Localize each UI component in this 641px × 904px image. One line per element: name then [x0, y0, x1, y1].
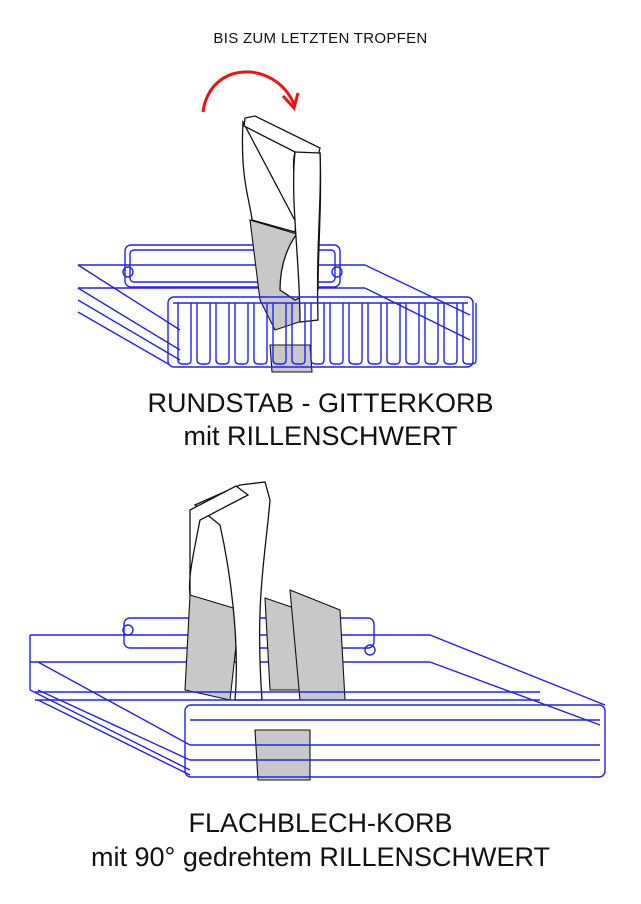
- figure2-caption-title: FLACHBLECH-KORB: [188, 808, 453, 838]
- sheet-basket-front: [35, 691, 606, 778]
- basket-wire-rod: [196, 303, 211, 365]
- basket-wire-rod: [405, 303, 420, 365]
- basket-wire-rod: [424, 303, 439, 365]
- basket-wire-rod: [310, 303, 325, 365]
- basket-wire-rod: [272, 303, 287, 365]
- rotation-arrow-icon: [201, 70, 296, 113]
- basket-wire-rod: [367, 303, 382, 365]
- figure1-caption-title: RUNDSTAB - GITTERKORB: [147, 388, 494, 418]
- basket-wire-rod: [215, 303, 230, 365]
- figure1-caption-subtitle: mit RILLENSCHWERT: [183, 421, 458, 451]
- figure-flat-sheet-basket: [29, 481, 606, 781]
- basket-wire-rod: [386, 303, 401, 365]
- basket-wire-rod: [291, 303, 306, 365]
- figure2-caption-subtitle: mit 90° gedrehtem RILLENSCHWERT: [91, 842, 550, 872]
- basket-wire-rod: [462, 303, 477, 365]
- basket-wire-rod: [234, 303, 249, 365]
- sheet-basket-back: [29, 617, 606, 776]
- figure-rod-wire-basket: [77, 70, 477, 373]
- headline: BIS ZUM LETZTEN TROPFEN: [213, 30, 428, 47]
- basket-wire-rod: [177, 303, 192, 365]
- basket-wire-rod: [443, 303, 458, 365]
- basket-wire-rod: [253, 303, 268, 365]
- basket-wire-rod: [329, 303, 344, 365]
- basket-wire-rod: [348, 303, 363, 365]
- wire-basket-front: [167, 296, 477, 368]
- knife-flat-sword: [184, 481, 346, 781]
